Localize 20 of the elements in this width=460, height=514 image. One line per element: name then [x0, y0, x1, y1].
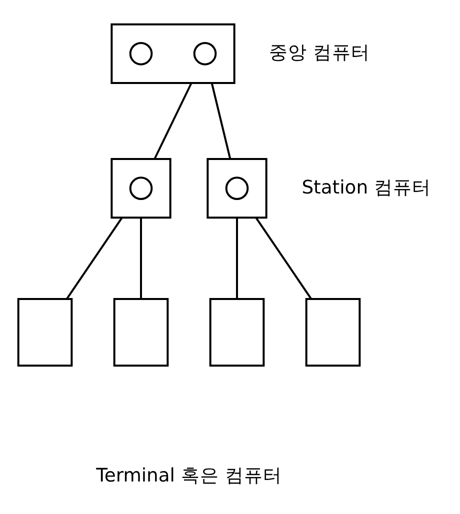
connector: [66, 217, 123, 300]
node-box: [305, 298, 361, 367]
connector: [210, 82, 232, 160]
node-label: 중앙 컴퓨터: [269, 42, 370, 64]
connector: [236, 218, 238, 299]
connector: [140, 218, 142, 299]
label: Station 컴퓨터: [302, 177, 431, 198]
connector: [255, 217, 312, 300]
node-box: [17, 298, 73, 367]
connector: [154, 82, 192, 160]
node-box: [113, 298, 169, 367]
node-box: [209, 298, 265, 367]
label: Terminal 혹은 컴퓨터: [96, 465, 282, 486]
cluster: [110, 23, 236, 84]
node-circle: [129, 176, 153, 200]
node-circle: [129, 42, 153, 66]
node-circle: [225, 176, 249, 200]
cluster: [206, 158, 268, 219]
node-circle: [193, 42, 217, 66]
cluster: [110, 158, 172, 219]
